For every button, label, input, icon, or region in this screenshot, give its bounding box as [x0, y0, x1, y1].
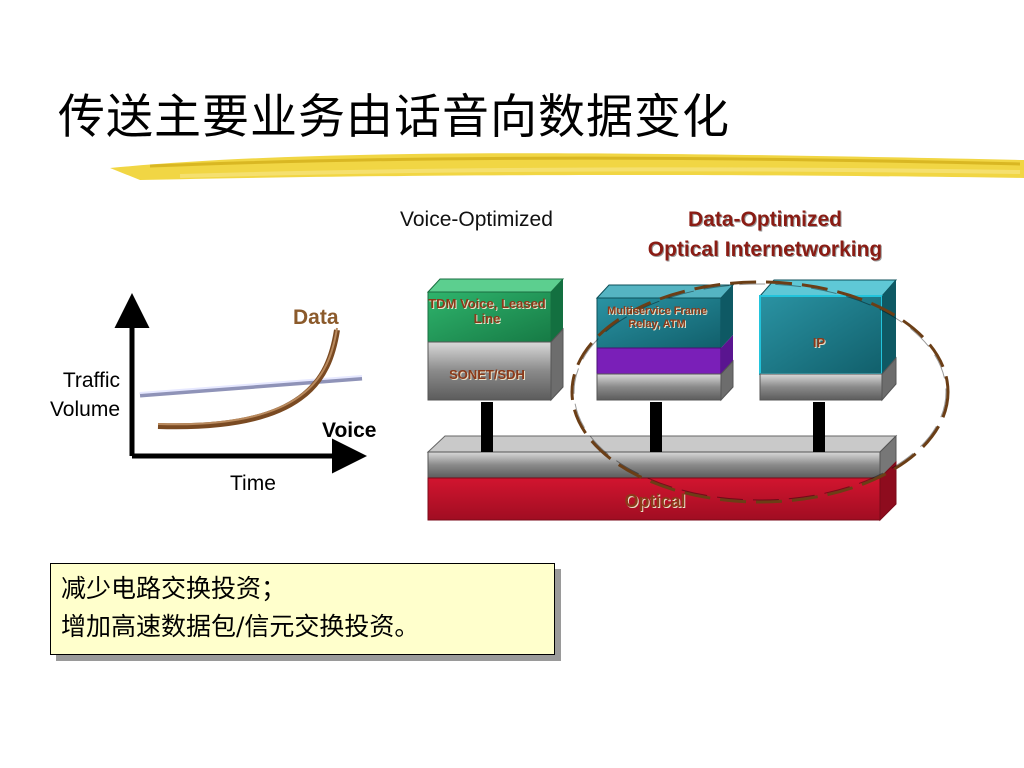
y-axis-label: Traffic Volume — [20, 366, 120, 424]
note-box: 减少电路交换投资； 增加高速数据包/信元交换投资。 — [50, 563, 555, 655]
sonet-label: SONET/SDH — [449, 367, 525, 382]
note-line-1: 减少电路交换投资； — [61, 574, 287, 603]
voice-optimized-label: Voice-Optimized — [400, 208, 553, 231]
voice-line — [139, 375, 363, 398]
post-3 — [813, 402, 825, 452]
title-underline — [110, 153, 1024, 180]
note-line-2: 增加高速数据包/信元交换投资。 — [61, 612, 420, 641]
slide-title: 传送主要业务由话音向数据变化 — [58, 90, 730, 145]
post-2 — [650, 402, 662, 452]
data-series-label: Data — [293, 306, 339, 329]
data-optimized-label: Data-Optimized — [687, 208, 842, 231]
multiservice-stack — [595, 284, 735, 402]
tdm-label: TDM Voice, Leased Line — [428, 296, 546, 326]
data-curve — [157, 329, 340, 430]
multiservice-label: Multiservice Frame Relay, ATM — [607, 305, 707, 330]
ip-label: IP — [812, 335, 826, 350]
voice-series-label: Voice — [322, 419, 377, 442]
optical-label: Optical — [624, 491, 686, 511]
optical-internetworking-label: Optical Internetworking — [647, 238, 883, 261]
traffic-chart — [114, 293, 367, 474]
post-1 — [481, 402, 493, 452]
y-axis-label-line2: Volume — [49, 398, 120, 421]
ip-stack — [758, 279, 898, 402]
optical-platform — [426, 434, 898, 522]
voice-optimized-stack — [426, 278, 565, 402]
data-optimized-ellipse — [570, 280, 950, 504]
y-axis-label-line1: Traffic — [62, 369, 120, 392]
x-axis-label: Time — [230, 472, 276, 495]
